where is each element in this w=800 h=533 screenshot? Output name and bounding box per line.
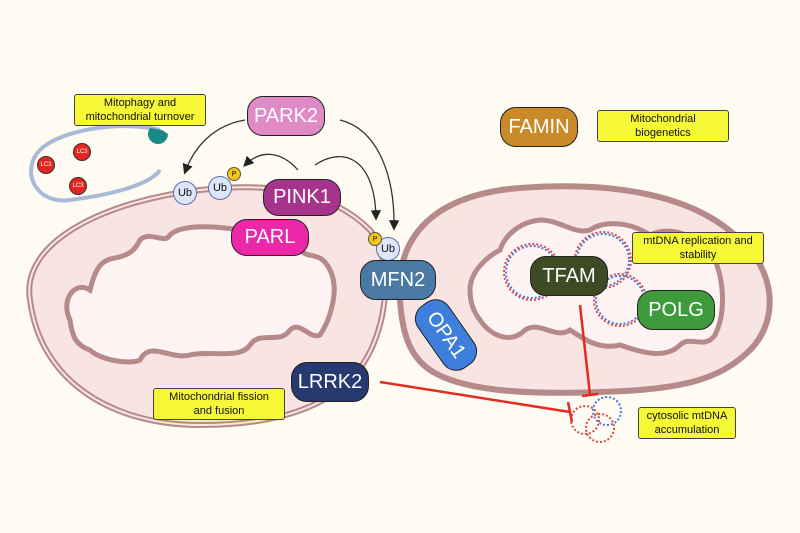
tfam-protein: TFAM bbox=[530, 256, 608, 296]
ubiquitin-marker: Ub bbox=[173, 181, 197, 205]
receptor-teal bbox=[148, 128, 168, 144]
note-line: Mitophagy and bbox=[103, 97, 177, 109]
note-line: mtDNA replication and bbox=[643, 235, 753, 247]
note-line: Mitochondrial bbox=[630, 113, 696, 125]
park2-protein: PARK2 bbox=[247, 96, 325, 136]
phosphate-marker: P bbox=[368, 232, 382, 246]
lrrk2-protein: LRRK2 bbox=[291, 362, 369, 402]
polg-protein: POLG bbox=[637, 290, 715, 330]
note-mtdna-replication: mtDNA replication and stability bbox=[632, 232, 764, 264]
note-line: accumulation bbox=[654, 424, 720, 436]
famin-protein: FAMIN bbox=[500, 107, 578, 147]
lc3-marker: LC3 bbox=[69, 177, 87, 195]
note-line: mitochondrial turnover bbox=[85, 111, 195, 123]
note-mitophagy: Mitophagy and mitochondrial turnover bbox=[74, 94, 206, 126]
inhibition-lines bbox=[379, 304, 599, 423]
note-line: biogenetics bbox=[635, 127, 691, 139]
note-line: and fusion bbox=[193, 405, 245, 417]
pink1-protein: PINK1 bbox=[263, 179, 341, 216]
note-cytosolic-mtdna: cytosolic mtDNA accumulation bbox=[638, 407, 736, 439]
lc3-marker: LC3 bbox=[73, 143, 91, 161]
phosphate-marker: P bbox=[227, 167, 241, 181]
note-biogenetics: Mitochondrial biogenetics bbox=[597, 110, 729, 142]
autophagosome bbox=[29, 124, 162, 203]
note-line: cytosolic mtDNA bbox=[646, 410, 728, 422]
arrows bbox=[182, 119, 400, 231]
mfn2-protein: MFN2 bbox=[360, 260, 436, 300]
parl-protein: PARL bbox=[231, 219, 309, 256]
ubiquitin-marker: Ub bbox=[208, 176, 232, 200]
cytosolic-mtdna-circles bbox=[570, 396, 622, 443]
note-fission-fusion: Mitochondrial fission and fusion bbox=[153, 388, 285, 420]
note-line: Mitochondrial fission bbox=[169, 391, 269, 403]
lc3-marker: LC3 bbox=[37, 156, 55, 174]
note-line: stability bbox=[679, 249, 717, 261]
